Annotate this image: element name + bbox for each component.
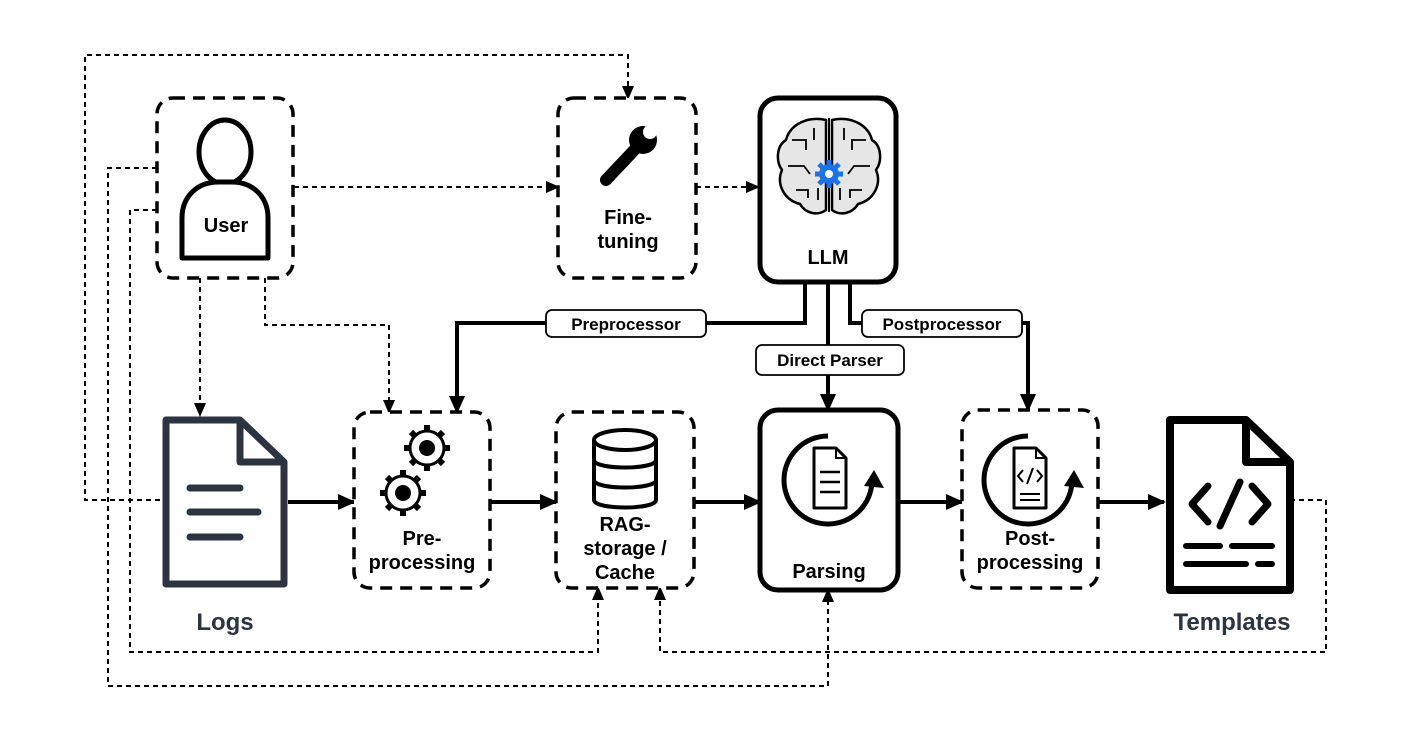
finetuning-label-line1: Fine- bbox=[604, 207, 652, 229]
wrench-icon bbox=[600, 115, 661, 186]
postprocessing-label-line2: processing bbox=[977, 552, 1084, 574]
edge-label-postprocessor-text: Postprocessor bbox=[882, 315, 1001, 334]
llm-node: LLM bbox=[757, 95, 899, 285]
edge-label-direct-parser-text: Direct Parser bbox=[777, 351, 883, 370]
edge-label-postprocessor: Postprocessor bbox=[861, 309, 1023, 338]
edge-user-to-preprocessing bbox=[264, 278, 395, 414]
logs-label: Logs bbox=[196, 609, 253, 636]
gear-upper-icon bbox=[404, 425, 450, 471]
edge-user-to-parsing bbox=[107, 167, 834, 687]
edge-user-to-rag-cache bbox=[129, 209, 604, 653]
code-document-icon bbox=[1166, 416, 1294, 594]
preprocessing-label-line1: Pre- bbox=[403, 528, 442, 550]
user-node: User bbox=[155, 96, 295, 280]
brain-gear-icon bbox=[776, 117, 882, 215]
postprocessing-node: Post- processing bbox=[960, 408, 1100, 590]
parsing-node: Parsing bbox=[757, 407, 901, 593]
preprocessing-node: Pre- processing bbox=[352, 410, 492, 590]
gears-icon bbox=[380, 425, 450, 516]
finetuning-label-line2: tuning bbox=[597, 231, 658, 253]
user-icon bbox=[179, 117, 271, 261]
edge-user-to-finetuning-top bbox=[84, 54, 634, 501]
document-cycle-icon bbox=[781, 433, 884, 527]
edge-llm-preprocessor bbox=[449, 283, 807, 414]
llm-gear-icon bbox=[815, 160, 843, 188]
templates-node: Templates bbox=[1166, 416, 1294, 636]
edge-label-preprocessor: Preprocessor bbox=[545, 309, 707, 338]
rag-cache-node: RAG- storage / Cache bbox=[554, 410, 696, 590]
edge-label-direct-parser: Direct Parser bbox=[755, 344, 905, 376]
rag-label-line1: RAG- bbox=[599, 514, 650, 536]
parsing-label: Parsing bbox=[792, 561, 865, 583]
rag-label-line2: storage / bbox=[583, 538, 667, 560]
dashed-connectors bbox=[84, 54, 1327, 687]
edge-label-preprocessor-text: Preprocessor bbox=[571, 315, 681, 334]
code-document-cycle-icon bbox=[981, 433, 1084, 527]
gear-lower-icon bbox=[380, 470, 426, 516]
logs-node: Logs bbox=[162, 416, 288, 636]
rag-label-line3: Cache bbox=[595, 562, 655, 584]
document-lines-icon bbox=[162, 416, 288, 588]
postprocessing-label-line1: Post- bbox=[1005, 528, 1055, 550]
finetuning-node: Fine- tuning bbox=[556, 96, 698, 280]
database-icon bbox=[592, 428, 658, 510]
user-label: User bbox=[204, 215, 249, 237]
edge-templates-to-rag-cache bbox=[654, 499, 1327, 653]
preprocessing-label-line2: processing bbox=[369, 552, 476, 574]
templates-label: Templates bbox=[1174, 609, 1291, 636]
llm-label: LLM bbox=[807, 247, 848, 269]
